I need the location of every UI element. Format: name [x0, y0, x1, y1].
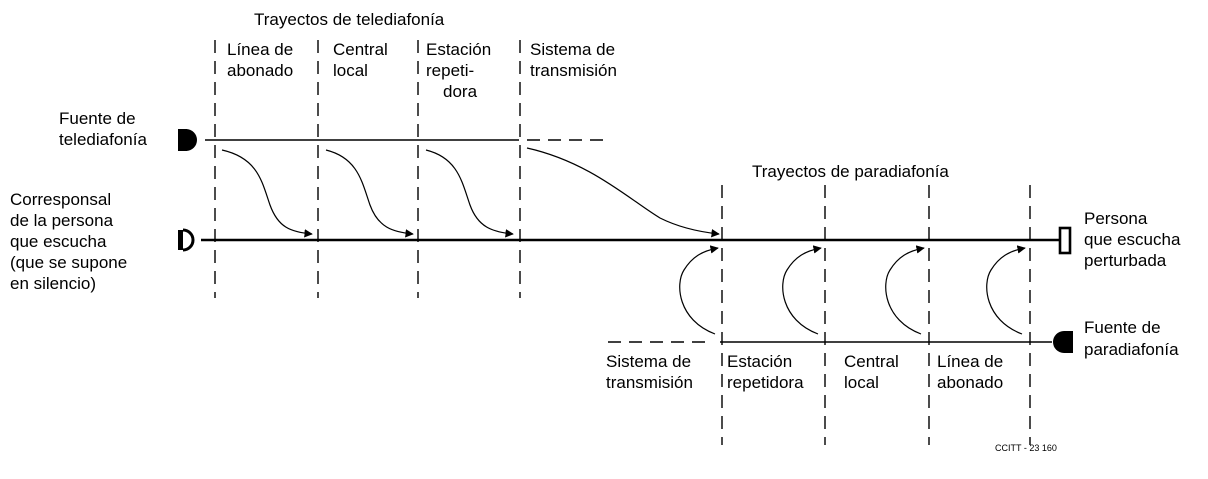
- near-segment-transmission-label: Sistema de transmisión: [606, 352, 696, 392]
- near-segment-local-exchange-label: Central local: [844, 352, 904, 392]
- talker-line3: que escucha: [10, 232, 107, 251]
- near-segment-transmission-line2: transmisión: [606, 373, 693, 392]
- near-end-source-line1: Fuente de: [1084, 318, 1161, 337]
- near-segment-subscriber-line-line1: Línea de: [937, 352, 1003, 371]
- far-end-source-line1: Fuente de: [59, 109, 136, 128]
- far-coupling-arrow-4: [526, 147, 720, 238]
- far-end-source-line2: telediafonía: [59, 130, 147, 149]
- near-coupling-arrow-4: [986, 245, 1026, 335]
- far-segment-local-exchange-line1: Central: [333, 40, 388, 59]
- talker-handset-icon: [178, 228, 195, 252]
- near-segment-transmission-line1: Sistema de: [606, 352, 691, 371]
- talker-handset-icon-arc: [182, 228, 195, 252]
- listener-receiver-icon-box: [1058, 226, 1072, 255]
- near-coupling-arrow-3: [885, 245, 925, 335]
- far-segment-local-exchange-line2: local: [333, 61, 368, 80]
- near-segment-subscriber-line-line2: abonado: [937, 373, 1003, 392]
- far-end-source-label: Fuente de telediafonía: [59, 109, 147, 149]
- listener-line3: perturbada: [1084, 251, 1167, 270]
- talker-line5: en silencio): [10, 274, 96, 293]
- far-segment-transmission-line1: Sistema de: [530, 40, 615, 59]
- near-end-source-line2: paradiafonía: [1084, 340, 1179, 359]
- near-segment-local-exchange-line1: Central: [844, 352, 899, 371]
- near-segment-subscriber-line-label: Línea de abonado: [937, 352, 1008, 392]
- far-end-source-icon-dome: [186, 129, 197, 151]
- far-segment-repeater-line3: dora: [443, 82, 478, 101]
- talker-line2: de la persona: [10, 211, 114, 230]
- far-segment-repeater-label: Estación repeti- dora: [426, 40, 496, 101]
- near-end-crosstalk-title: Trayectos de paradiafonía: [752, 162, 949, 181]
- listener-label: Persona que escucha perturbada: [1084, 209, 1185, 270]
- near-segment-repeater-line1: Estación: [727, 352, 792, 371]
- far-segment-subscriber-line-line1: Línea de: [227, 40, 293, 59]
- far-segment-subscriber-line-label: Línea de abonado: [227, 40, 298, 80]
- listener-receiver-icon: [1058, 226, 1072, 255]
- near-end-segment-labels: Sistema de transmisión Estación repetido…: [606, 352, 1008, 392]
- far-segment-subscriber-line-line2: abonado: [227, 61, 293, 80]
- near-segment-repeater-line2: repetidora: [727, 373, 804, 392]
- far-segment-repeater-line1: Estación: [426, 40, 491, 59]
- far-segment-repeater-line2: repeti-: [426, 61, 474, 80]
- talker-label: Corresponsal de la persona que escucha (…: [10, 190, 132, 293]
- far-end-source-icon: [178, 129, 197, 151]
- far-segment-local-exchange-label: Central local: [333, 40, 393, 80]
- far-end-source-icon-base: [178, 129, 187, 151]
- talker-line4: (que se supone: [10, 253, 127, 272]
- far-coupling-arrow-2: [325, 149, 414, 238]
- near-end-source-icon-base: [1064, 331, 1073, 353]
- near-end-source-label: Fuente de paradiafonía: [1084, 318, 1179, 359]
- talker-handset-icon-base: [178, 230, 183, 250]
- far-segment-transmission-label: Sistema de transmisión: [530, 40, 620, 80]
- near-coupling-arrow-2: [782, 245, 822, 335]
- near-end-source-icon: [1053, 331, 1073, 353]
- far-end-dividers: [214, 40, 521, 298]
- far-end-segment-labels: Línea de abonado Central local Estación …: [227, 40, 620, 101]
- near-end-coupling-arrows: [679, 245, 1026, 335]
- far-end-crosstalk-title: Trayectos de telediafonía: [254, 10, 445, 29]
- near-coupling-arrow-1: [679, 245, 719, 335]
- far-segment-transmission-line2: transmisión: [530, 61, 617, 80]
- far-coupling-arrow-3: [425, 149, 514, 238]
- near-end-source-icon-dome: [1053, 331, 1064, 353]
- near-segment-local-exchange-line2: local: [844, 373, 879, 392]
- listener-line1: Persona: [1084, 209, 1148, 228]
- far-coupling-arrow-1: [221, 149, 313, 238]
- listener-line2: que escucha: [1084, 230, 1181, 249]
- near-end-dividers: [721, 185, 1031, 445]
- ccitt-reference-code: CCITT - 23 160: [995, 443, 1057, 453]
- talker-line1: Corresponsal: [10, 190, 111, 209]
- far-end-coupling-arrows: [221, 147, 720, 238]
- near-segment-repeater-label: Estación repetidora: [727, 352, 804, 392]
